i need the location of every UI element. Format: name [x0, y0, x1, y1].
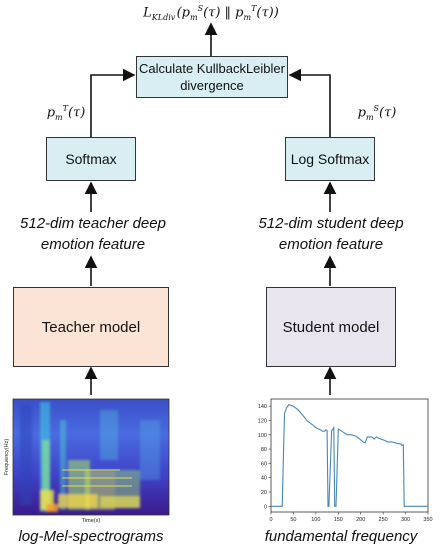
teacher-model-label: Teacher model [41, 318, 141, 336]
student-prob-label: pmS(τ) [357, 104, 397, 122]
teacher-model-box: Teacher model [13, 287, 169, 367]
softmax-box: Softmax [46, 137, 136, 181]
kl-divergence-box: Calculate KullbackLeibler divergence [136, 56, 288, 98]
teacher-input-caption: log-Mel-spectrograms [18, 528, 164, 545]
kl-box-line2: divergence [180, 78, 244, 93]
student-feature-line2: emotion feature [278, 236, 384, 253]
log-softmax-box: Log Softmax [285, 137, 375, 181]
teacher-feature-line2: emotion feature [40, 236, 146, 253]
student-feature-line1: 512-dim student deep [258, 215, 404, 232]
left-to-kl-arrow [90, 68, 136, 137]
kl-box-line1: Calculate KullbackLeibler [139, 61, 285, 76]
right-to-kl-arrow [288, 68, 331, 137]
student-feature-label: 512-dim student deep emotion feature [238, 213, 424, 255]
student-model-label: Student model [282, 318, 380, 336]
kl-loss-formula: LKLdiv (pmS(τ) ‖ pmT(τ)) [143, 4, 279, 22]
teacher-feature-label: 512-dim teacher deep emotion feature [2, 213, 184, 255]
student-model-box: Student model [266, 287, 396, 367]
teacher-feature-line1: 512-dim teacher deep [20, 215, 166, 232]
softmax-label: Softmax [65, 151, 117, 167]
log-softmax-label: Log Softmax [290, 151, 370, 167]
teacher-prob-label: pmT(τ) [46, 104, 86, 122]
student-input-caption: fundamental frequency [264, 528, 418, 545]
